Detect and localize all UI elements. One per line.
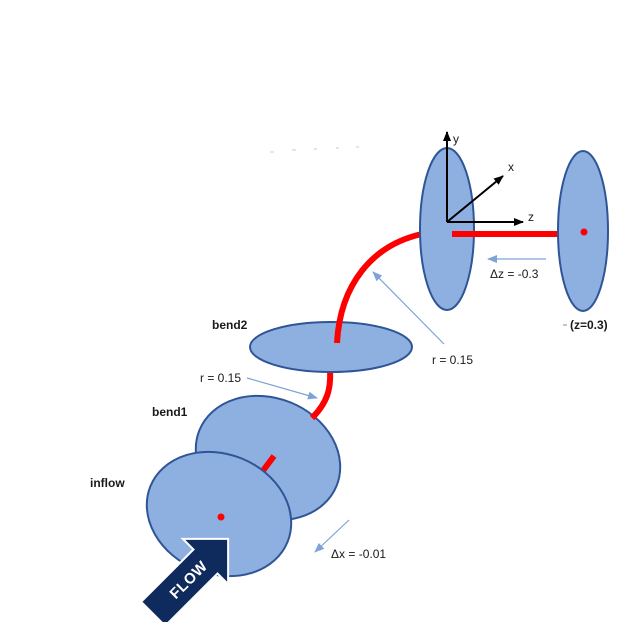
x-axis-arrow xyxy=(446,175,504,223)
r-lower-label: r = 0.15 xyxy=(200,371,241,385)
pipe-segment-upper xyxy=(334,231,423,344)
bend2-disc xyxy=(249,321,413,373)
dx-arrow xyxy=(314,519,350,553)
x-axis-label: x xyxy=(508,160,514,174)
inflow-label: inflow xyxy=(90,476,125,490)
r-upper-arrow xyxy=(372,271,445,345)
r-lower-arrow xyxy=(246,377,318,400)
dx-label: Δx = -0.01 xyxy=(331,547,386,561)
dz-label: Δz = -0.3 xyxy=(490,267,539,281)
z-position-label: (z=0.3) xyxy=(570,318,608,332)
faint-marks xyxy=(270,146,359,153)
far-disc-center-dot xyxy=(580,228,588,236)
bend2-label: bend2 xyxy=(212,318,248,332)
bend1-label: bend1 xyxy=(152,405,188,419)
z-axis-label: z xyxy=(528,210,534,224)
y-axis-label: y xyxy=(453,132,459,146)
pipe-segment-lower xyxy=(309,369,334,421)
inflow-center-dot xyxy=(217,513,225,521)
bend1-pipe-stub xyxy=(259,454,277,474)
r-upper-label: r = 0.15 xyxy=(432,353,473,367)
